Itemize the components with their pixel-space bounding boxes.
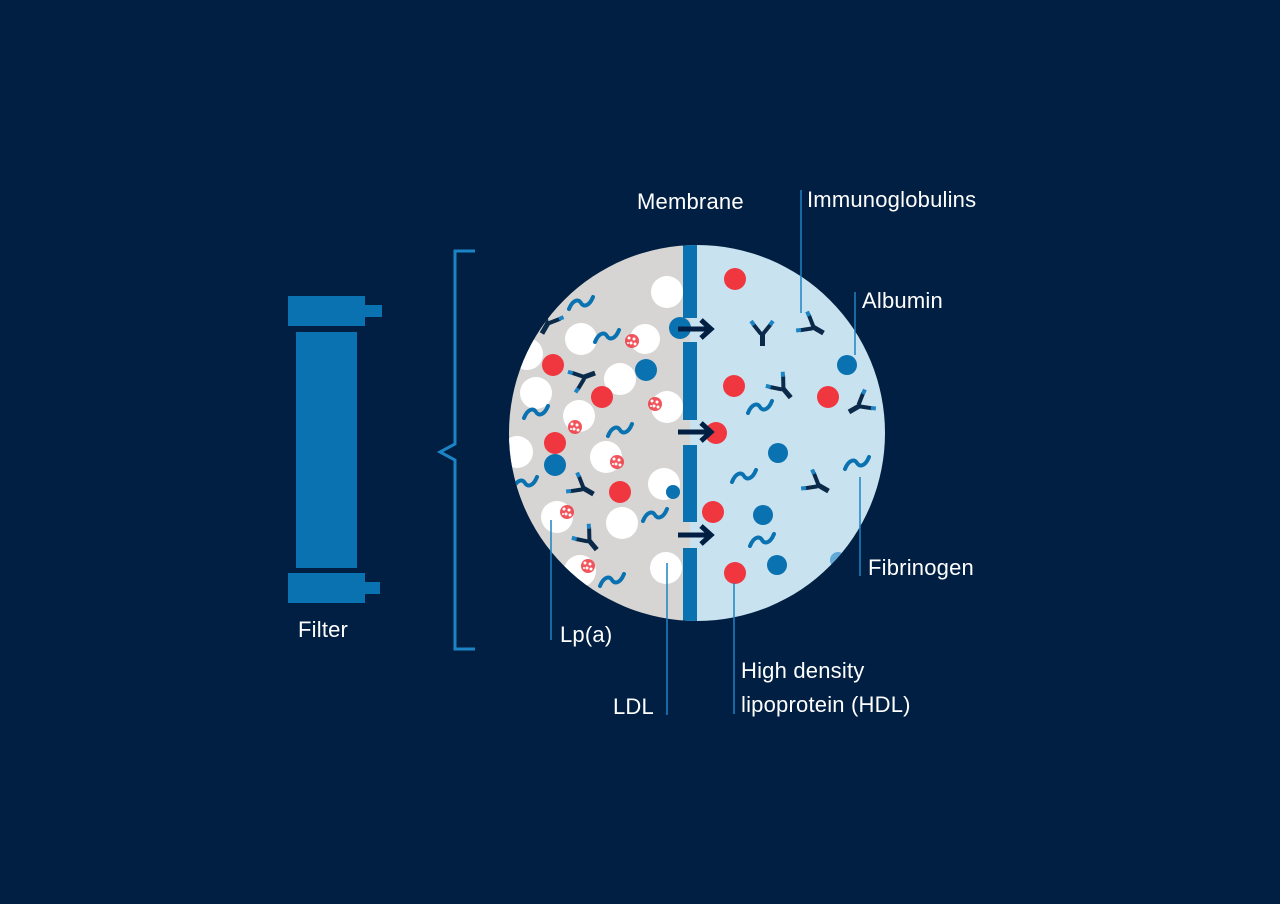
immunoglobulins-label: Immunoglobulins xyxy=(807,187,977,212)
leader-lines xyxy=(550,190,861,715)
lpa-particles xyxy=(560,334,680,573)
hdl-label-line2: lipoprotein (HDL) xyxy=(741,692,911,717)
fibrinogen-label: Fibrinogen xyxy=(868,555,974,580)
membrane-label: Membrane xyxy=(637,189,744,214)
ldl-label: LDL xyxy=(613,694,654,719)
filter-label: Filter xyxy=(298,617,349,642)
albumin-label: Albumin xyxy=(862,288,943,313)
filter-cartridge-icon xyxy=(288,296,382,603)
lpa-label: Lp(a) xyxy=(560,622,613,647)
magnified-view xyxy=(509,245,885,621)
hdl-label-line1: High density xyxy=(741,658,865,683)
brace-icon xyxy=(436,249,475,651)
membrane xyxy=(683,245,697,621)
